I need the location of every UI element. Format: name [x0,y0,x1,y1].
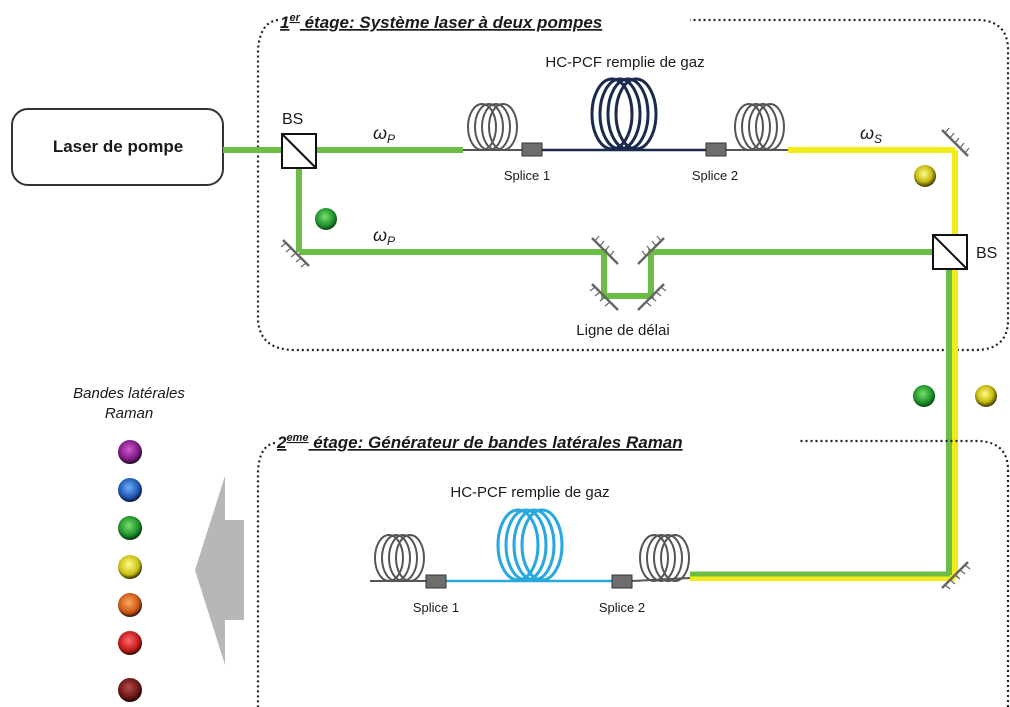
hcpcf-coil-stage2 [496,508,564,582]
sidebands-label-line2: Raman [105,405,153,422]
combined-yellow-indicator [975,385,997,407]
sideband-dot-blue [118,478,142,502]
splice-2-stage1 [705,142,727,157]
pump-laser-label: Laser de pompe [53,137,183,156]
stage2-box [256,439,1010,707]
sideband-dot-orange [118,593,142,617]
mirror-stage2 [941,561,971,590]
beamsplitter-1 [281,133,317,169]
sidebands-label-line1: Bandes latérales [73,385,185,402]
beamsplitter-2 [932,234,968,270]
fiber-coil-left [467,103,518,151]
delay-mirror-bottom-left [589,283,619,311]
sideband-dot-green [118,516,142,540]
delay-mirror-top-right [637,235,665,265]
fiber-coil-right [734,103,785,151]
splice-1-stage2-label: Splice 1 [413,600,459,615]
sideband-dot-yellow [118,555,142,579]
sideband-dot-red [118,631,142,655]
beamsplitter-2-label: BS [976,245,997,262]
sideband-dot-darkred [118,678,142,702]
splice-1-stage1-label: Splice 1 [504,168,550,183]
stage2-fiber-label: HC-PCF remplie de gaz [450,484,609,501]
delay-line-label: Ligne de délai [576,322,669,339]
sideband-dot-purple [118,440,142,464]
splice-2-stage1-label: Splice 2 [692,168,738,183]
splice-2-stage2 [611,574,633,589]
pump-omega-label-2: ωP [373,225,395,248]
stage2-title: 2eme étage: Générateur de bandes latéral… [276,432,683,452]
fiber-coil-stage2-right [639,534,690,582]
mirror-top-right [941,127,970,157]
stage1-box [256,18,1010,352]
beamsplitter-1-label: BS [282,111,303,128]
pump-beam-indicator [315,208,337,230]
stokes-omega-label: ωS [860,123,882,146]
fiber-coil-stage2-left [374,534,425,582]
splice-1-stage1 [521,142,543,157]
splice-2-stage2-label: Splice 2 [599,600,645,615]
pump-beam-delay-path [299,249,950,299]
delay-mirror-top-left [591,235,619,265]
stage1-fiber-label: HC-PCF remplie de gaz [545,54,704,71]
mirror-lower-left [280,239,310,268]
output-arrow [195,476,244,665]
stokes-beam-indicator [914,165,936,187]
combined-green-indicator [913,385,935,407]
pump-omega-label-1: ωP [373,123,395,146]
stage1-title: 1er étage: Système laser à deux pompes [280,12,602,32]
splice-1-stage2 [425,574,447,589]
delay-mirror-bottom-right [637,283,667,311]
hcpcf-coil-stage1 [590,77,658,151]
